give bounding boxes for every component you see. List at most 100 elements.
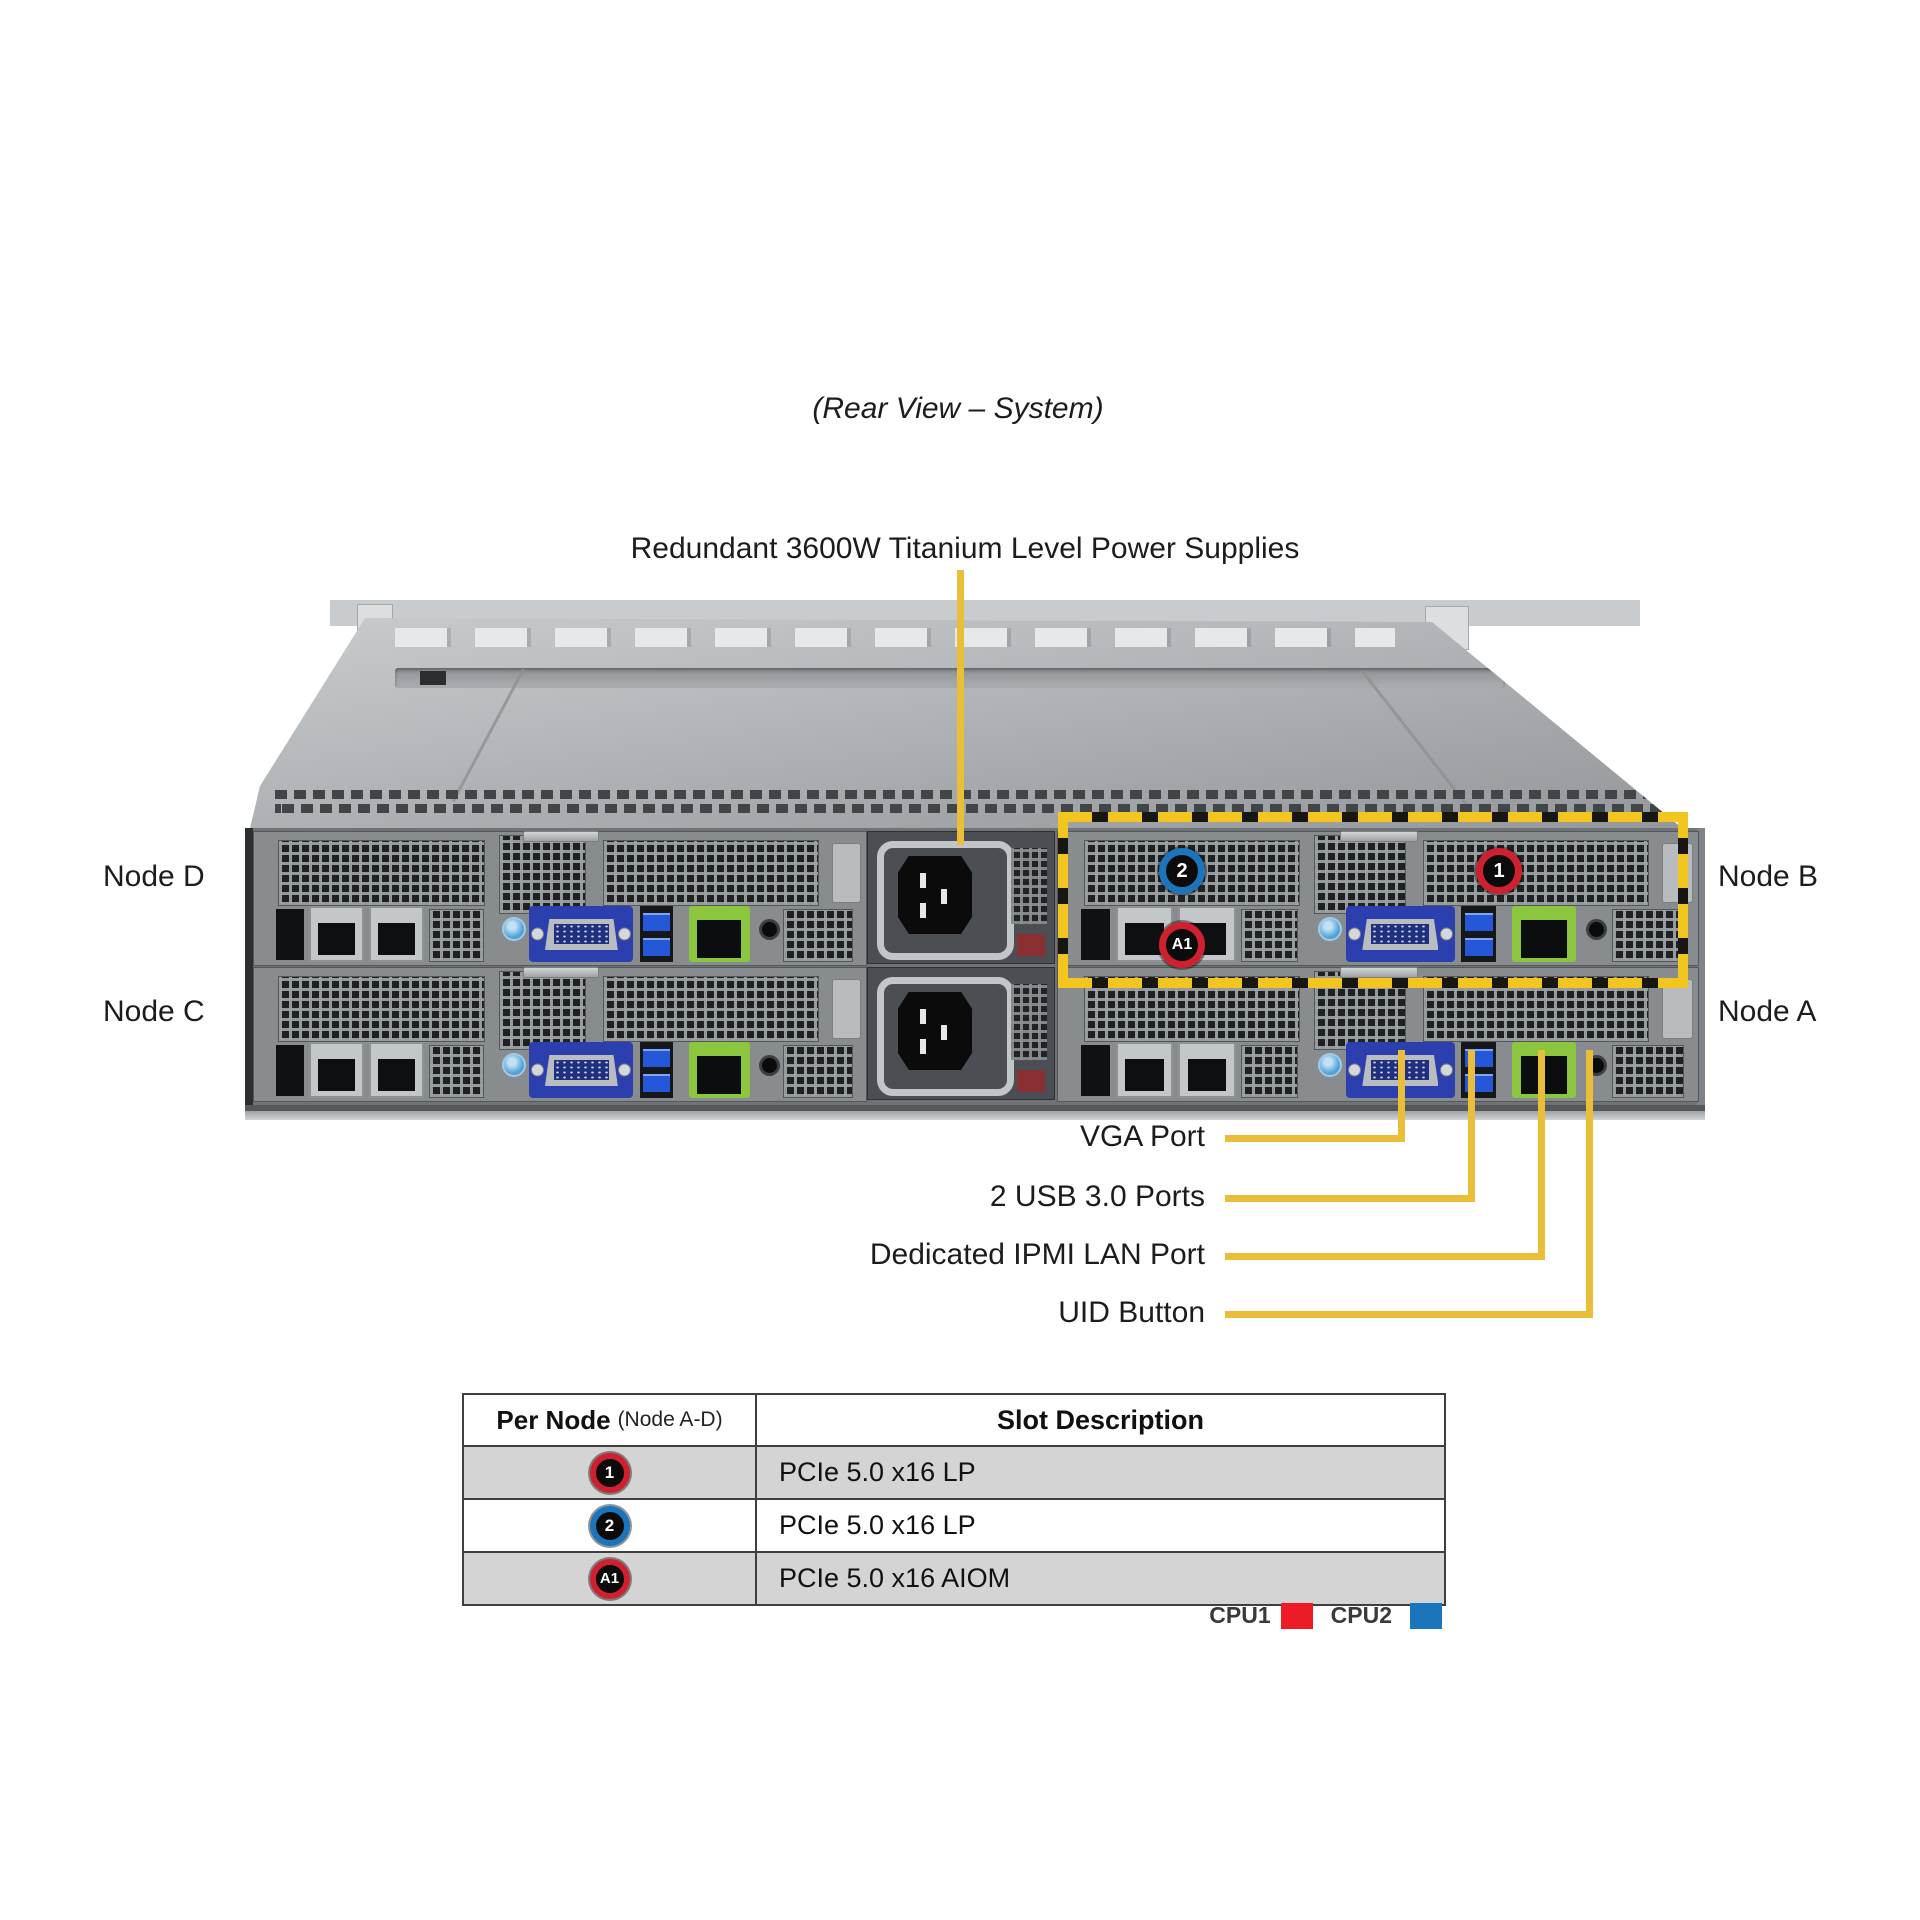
node-a-label: Node A (1718, 995, 1817, 1028)
table-header-row: Per Node (Node A-D) Slot Description (464, 1395, 1444, 1445)
psu-release-tab (1016, 1070, 1045, 1093)
cpu2-color-swatch (1410, 1602, 1442, 1629)
reset-button (1317, 1053, 1342, 1078)
node-d-label: Node D (103, 860, 205, 893)
usb-slot (1464, 937, 1493, 956)
chassis-top-panel (250, 618, 1682, 828)
ipmi-opening (697, 919, 742, 958)
sled-hinge (1339, 967, 1419, 978)
per-node-label: Per Node (496, 1404, 611, 1435)
lan-port-1 (309, 906, 365, 963)
slot1-badge: 1 (1476, 848, 1522, 894)
aiom-table-badge: A1 (589, 1558, 630, 1599)
node-b-highlight-border-right (1678, 812, 1688, 988)
lan-port-1 (1115, 1042, 1174, 1099)
vga-screw (531, 927, 545, 941)
node-range-label: (Node A-D) (617, 1408, 723, 1431)
node-c-sled (253, 967, 867, 1102)
uid-button-callout: UID Button (1058, 1296, 1205, 1329)
cpu2-label: CPU2 (1330, 1602, 1392, 1628)
usb-slot (642, 1049, 670, 1068)
psu-ac-inlet (897, 991, 973, 1071)
table-header-slot-description: Slot Description (996, 1404, 1205, 1435)
node-d-sled (253, 831, 867, 966)
lan-port-opening (1125, 1058, 1164, 1092)
inlet-pin (920, 902, 927, 918)
aiom-badge: A1 (1159, 922, 1205, 968)
usb-slot (642, 1073, 670, 1092)
uid-button (761, 1058, 777, 1074)
lan-port-2 (369, 1042, 425, 1099)
sled-hinge (523, 967, 599, 978)
ipmi-leader-vertical (1538, 1050, 1545, 1260)
usb-ports (1461, 1042, 1497, 1099)
lan-port-opening (378, 922, 415, 956)
ipmi-lan-port (1512, 906, 1577, 963)
ipmi-opening (697, 1055, 742, 1094)
psu-handle (877, 841, 1015, 960)
pcie-bracket-mesh (498, 970, 587, 1050)
sled-latch (831, 978, 862, 1040)
vga-port (529, 906, 634, 963)
lan-port-opening (1125, 922, 1164, 956)
inlet-pin (940, 1024, 947, 1040)
power-supply-top (867, 831, 1055, 964)
vent-mesh (602, 839, 820, 906)
vga-screw (531, 1063, 545, 1077)
node-b-sled (1057, 831, 1699, 966)
vga-pins (1371, 924, 1430, 945)
top-edge-vents (275, 790, 1675, 816)
vent-mesh (783, 909, 853, 962)
node-b-highlight-border-top (1058, 812, 1688, 822)
vga-port (529, 1042, 634, 1099)
vent-mesh (1241, 1045, 1299, 1098)
lan-port-1 (1115, 906, 1174, 963)
vga-port-callout: VGA Port (1079, 1120, 1205, 1153)
lan-port-2 (369, 906, 425, 963)
reset-button (502, 1053, 527, 1078)
slot2-badge: 2 (1159, 848, 1205, 894)
vga-screw (1439, 927, 1453, 941)
lan-port-2 (1178, 1042, 1236, 1099)
psu-vents (1011, 983, 1047, 1060)
inlet-pin (920, 1008, 927, 1024)
table-cell-badge: 1 (464, 1447, 757, 1498)
node-b-highlight-border-bottom (1058, 978, 1688, 988)
table-header-per-node: Per Node (Node A-D) (464, 1395, 757, 1445)
reset-button (1317, 917, 1342, 942)
chassis-bottom-rail (245, 1111, 1705, 1120)
ipmi-leader-horizontal (1225, 1253, 1545, 1260)
node-b-label: Node B (1718, 860, 1819, 893)
inlet-pin (940, 888, 947, 904)
table-cell-description: PCIe 5.0 x16 AIOM (779, 1563, 1011, 1593)
usb-ports-callout: 2 USB 3.0 Ports (989, 1180, 1205, 1213)
port-connector (276, 909, 304, 960)
ipmi-lan-port (688, 906, 750, 963)
vent-dash-row (275, 790, 1675, 799)
vga-connector (544, 1054, 618, 1087)
ipmi-lan-callout: Dedicated IPMI LAN Port (869, 1238, 1205, 1271)
vent-mesh (1611, 909, 1684, 962)
usb-leader-horizontal (1225, 1195, 1475, 1202)
sled-latch (831, 842, 862, 904)
sled-hinge (1339, 831, 1419, 842)
psu-vents (1011, 847, 1047, 924)
usb-leader-vertical (1468, 1050, 1475, 1202)
vga-pins (553, 1060, 610, 1081)
node-b-highlight-border-left (1058, 812, 1068, 988)
vent-mesh (1611, 1045, 1684, 1098)
vga-pins (553, 924, 610, 945)
vga-screw (1348, 1063, 1362, 1077)
vent-mesh (602, 975, 820, 1042)
vent-dash-row (275, 804, 1675, 813)
table-cell-description: PCIe 5.0 x16 LP (779, 1457, 976, 1487)
ipmi-opening (1521, 919, 1568, 958)
port-connector (1081, 1045, 1110, 1096)
table-row: 1 PCIe 5.0 x16 LP (464, 1445, 1444, 1498)
uid-button (761, 922, 777, 938)
usb-ports (1461, 906, 1497, 963)
psu-leader-line (957, 570, 964, 845)
uid-leader-horizontal (1225, 1311, 1593, 1318)
psu-callout-label: Redundant 3600W Titanium Level Power Sup… (630, 532, 1300, 565)
vga-leader-horizontal (1225, 1135, 1405, 1142)
